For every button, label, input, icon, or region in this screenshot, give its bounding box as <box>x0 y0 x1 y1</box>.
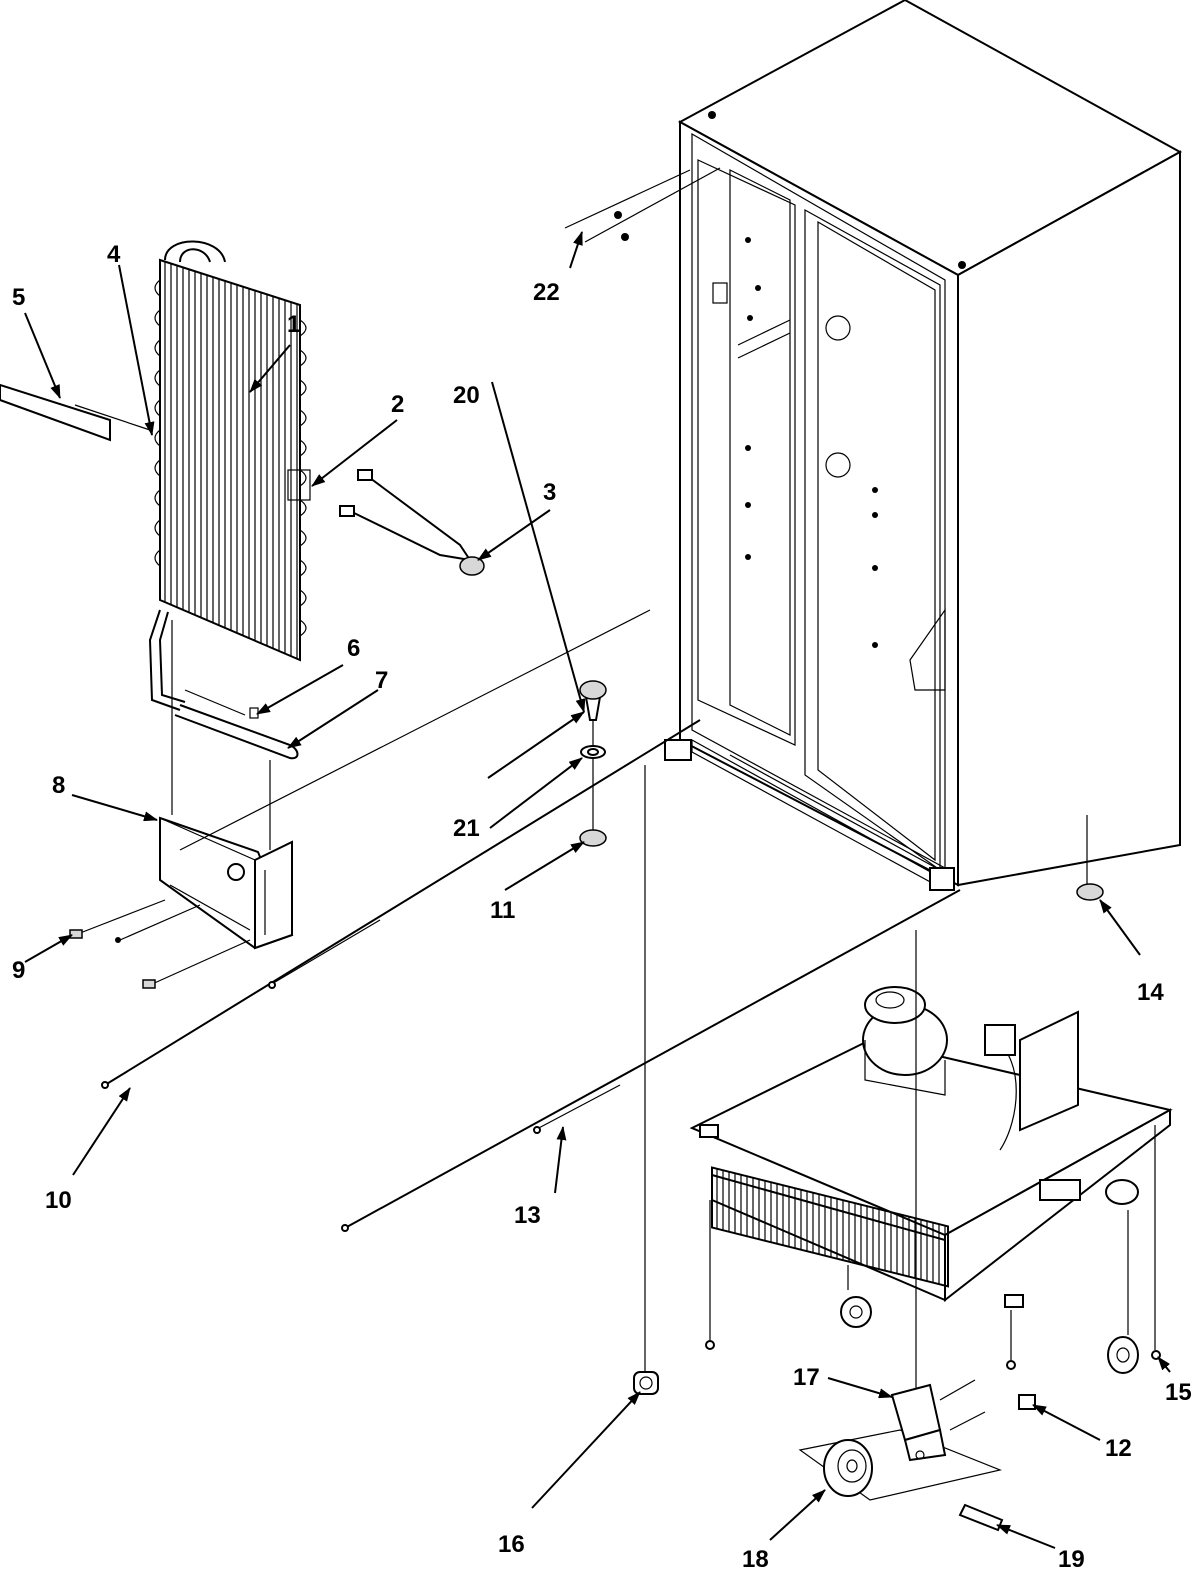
callout-2: 2 <box>391 391 404 418</box>
callout-21: 21 <box>453 815 480 842</box>
callout-4: 4 <box>107 241 121 268</box>
callout-14: 14 <box>1137 979 1164 1006</box>
refrigerator-cabinet <box>664 0 1183 892</box>
callout-15: 15 <box>1165 1379 1192 1406</box>
drain-tube-10 <box>101 719 701 1089</box>
compressor <box>862 986 948 1096</box>
tube-13 <box>179 609 961 1232</box>
callout-10: 10 <box>45 1187 72 1214</box>
screws-9 <box>69 899 251 989</box>
callout-13: 13 <box>514 1202 541 1229</box>
callout-17: 17 <box>793 1364 820 1391</box>
callout-3: 3 <box>543 479 556 506</box>
screws-22 <box>564 167 721 243</box>
callout-22: 22 <box>533 279 560 306</box>
strip-5 <box>0 383 151 442</box>
leveler-14 <box>1076 815 1104 901</box>
bracket-2 <box>287 469 311 501</box>
callout-16: 16 <box>498 1531 525 1558</box>
leader-20 <box>491 381 586 713</box>
callout-7: 7 <box>375 667 388 694</box>
roller-assembly <box>798 1379 1036 1532</box>
callout-18: 18 <box>742 1546 769 1573</box>
damper-stack-20-21-11 <box>579 680 607 847</box>
wire-harness-3 <box>339 469 485 576</box>
roller-16 <box>633 1371 659 1395</box>
callout-labels: 1 2 3 4 5 6 7 8 9 10 11 12 13 14 15 16 1… <box>12 241 1192 1573</box>
coil-bends <box>154 279 307 637</box>
leader-lines <box>24 231 1171 1549</box>
callout-20: 20 <box>453 382 480 409</box>
callout-12: 12 <box>1105 1435 1132 1462</box>
callout-19: 19 <box>1058 1546 1085 1573</box>
fan-bracket <box>984 1010 1079 1151</box>
defrost-heater-6-7 <box>174 689 299 760</box>
callout-9: 9 <box>12 957 25 984</box>
callout-1: 1 <box>287 311 300 338</box>
condenser-coil <box>711 1166 949 1288</box>
callout-5: 5 <box>12 284 25 311</box>
callout-6: 6 <box>347 635 360 662</box>
callout-8: 8 <box>52 772 65 799</box>
drain-trough-8 <box>159 620 294 950</box>
evaporator-coil-1 <box>148 240 307 711</box>
machine-compartment-base <box>689 986 1173 1374</box>
callout-11: 11 <box>490 897 515 924</box>
